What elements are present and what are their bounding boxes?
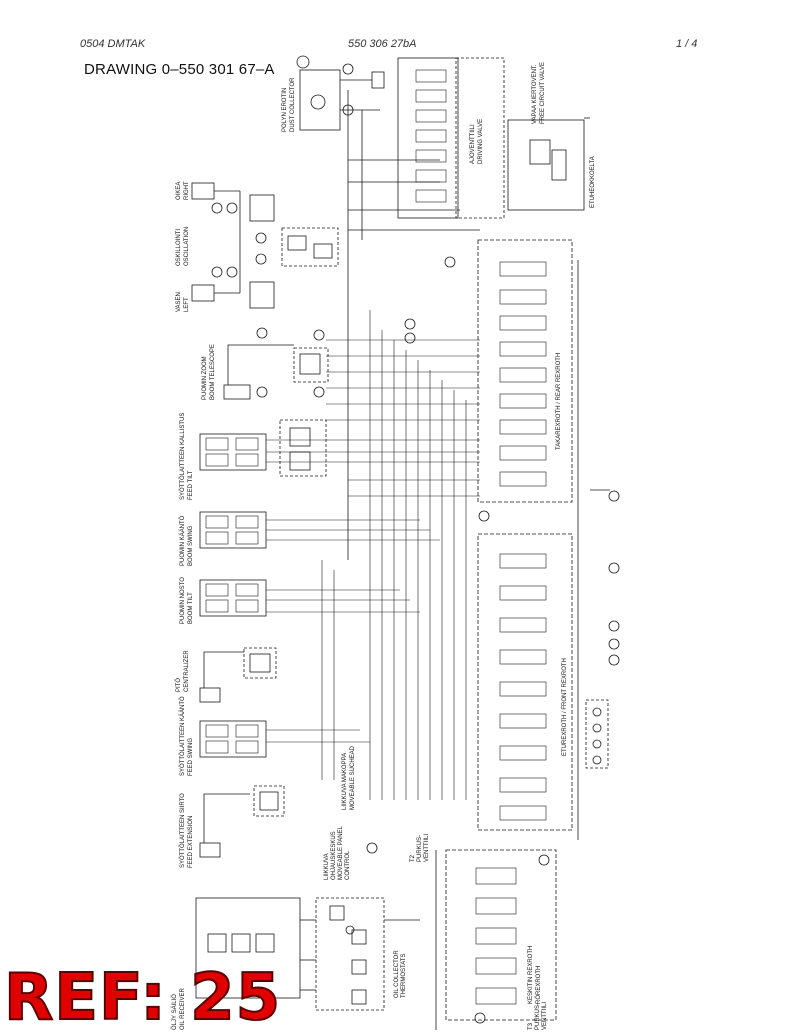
moveable-panel-label-1: LIIKKUVA <box>324 853 330 880</box>
dust-collector-label: POLYN EROTIN <box>282 88 288 132</box>
feed-extension-label-fi: SYÖTTÖLAITTEEN SIIRTO <box>179 793 186 868</box>
middle-rexroth-label-fi: KESKITIN REXROTH <box>528 946 534 1004</box>
front-rexroth-label: ETUREXROTH / FRONT REXROTH <box>562 658 568 756</box>
boom-tilt-label-fi: PUOMIN NOSTO <box>180 577 186 624</box>
header-left: 0504 DMTAK <box>80 38 146 50</box>
boom-telescope-label: BOOM TELESCOPE <box>210 344 216 400</box>
oskillointi-label: OSKILLOINTI <box>176 229 182 266</box>
thermostats-label: THERMOSTATS <box>401 954 407 998</box>
middle-rexroth-label: RÖREXROTH <box>535 966 542 1004</box>
purge-valve-bottom-t3: T3 <box>528 1022 534 1030</box>
oil-receiver-label: OIL RECEIVER <box>180 988 186 1030</box>
oscillation-label: OSCILLATION <box>184 227 190 266</box>
purge-valve-label-2: VENTTIILI <box>424 834 430 862</box>
centralizer-label-fi: PITÖ <box>175 678 182 692</box>
driving-valve-label: DRIVING VALVE <box>478 119 484 164</box>
etuheokkoelta-label: ETUHEOKKOELTA <box>590 156 596 208</box>
ref-stamp: REF: 25 <box>3 961 282 1035</box>
vasen-label: VASEN <box>176 292 182 312</box>
purge-valve-bottom-label-1: PURKUS- <box>535 1003 541 1030</box>
moveable-panel-label-3: MOVEABLE PANEL <box>338 825 344 880</box>
feed-swing-label-fi: SYÖTTÖLAITTEEN KÄÄNTÖ <box>179 696 186 776</box>
feed-extension-label: FEED EXTENSION <box>188 816 194 868</box>
moveable-suchead-label: MOVEABLE SUCHEAD <box>350 745 356 810</box>
feed-tilt-label-fi: SYÖTTÖLAITTEEN KALLISTUS <box>179 413 186 500</box>
moveable-panel-label-2: OHJAUSKESKUS <box>331 831 337 880</box>
moveable-panel-label-4: CONTROL <box>345 850 351 880</box>
oil-collector-label: OIL COLLECTOR <box>394 950 400 998</box>
driving-valve-label-fi: AJOVENTTIILI <box>470 124 476 164</box>
centralizer-label: CENTRALIZER <box>184 650 190 692</box>
dust-collector-label-en: DUST COLLECTOR <box>290 77 296 132</box>
component-labels: POLYN EROTIN DUST COLLECTOR OIKEA RIGHT … <box>171 62 596 1030</box>
oil-receiver-label-fi: ÖLJY SÄILIÖ <box>171 994 178 1030</box>
right-label: RIGHT <box>184 181 190 200</box>
oikea-label: OIKEA <box>176 182 182 200</box>
header-right: 1 / 4 <box>676 38 698 50</box>
boom-swing-label: BOOM SWING <box>188 525 194 566</box>
purge-valve-t2: T2 <box>410 854 416 862</box>
left-label: LEFT <box>184 297 190 312</box>
boom-tilt-label: BOOM TILT <box>188 592 194 624</box>
feed-tilt-label: FEED TILT <box>188 470 194 500</box>
rear-rexroth-label: TAKAREXROTH / REAR REXROTH <box>556 353 562 450</box>
boom-swing-label-fi: PUOMIN KÄÄNTÖ <box>179 515 186 566</box>
purge-valve-label-1: PURKUS- <box>417 835 423 862</box>
header-center: 550 306 27bA <box>348 38 417 50</box>
free-circuit-label-fi: VAPAA KIERTOVENT. <box>532 64 538 124</box>
feed-swing-label: FEED SWING <box>188 738 194 776</box>
boom-telescope-label-fi: PUOMIN ZOOM <box>202 356 208 400</box>
moveable-suchead-label-fi: LIIKKUVA MAKOPPA <box>342 753 348 810</box>
purge-valve-bottom-label-2: VENTTIILI <box>542 1002 548 1030</box>
free-circuit-label: FREE CIRCUIT VALVE <box>540 62 546 124</box>
drawing-title: DRAWING 0–550 301 67–A <box>84 61 275 78</box>
